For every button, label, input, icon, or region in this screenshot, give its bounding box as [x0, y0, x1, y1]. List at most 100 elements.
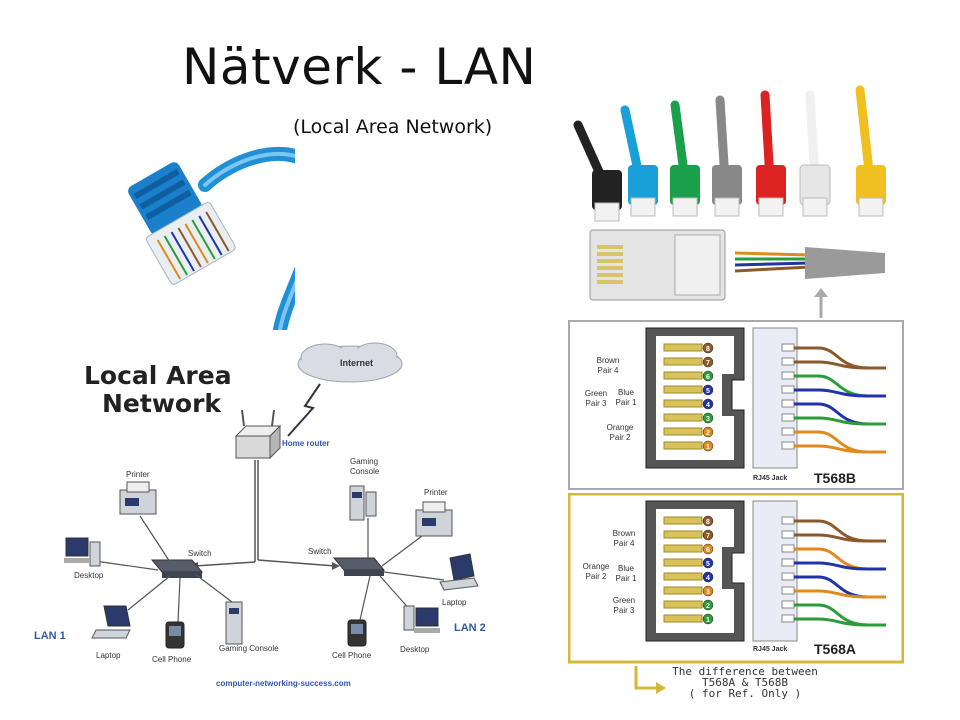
b-slot-6: [781, 371, 795, 380]
t568a-pair-d-line2: Pair 3: [614, 606, 635, 615]
lan-heading-line1: Local Area: [84, 361, 232, 390]
a-pin-5: [663, 558, 703, 567]
corner-arrow-icon: [634, 666, 666, 694]
lan2-cell-phone-label: Cell Phone: [332, 651, 372, 660]
lan2-laptop-icon: [439, 553, 479, 591]
b-pin-number-8: 8: [706, 346, 710, 353]
a-pin-3: [663, 586, 703, 595]
lan2-printer-label: Printer: [424, 488, 448, 497]
b-pin-7: [663, 357, 703, 366]
a-slot-4: [781, 572, 795, 581]
a-pin-dot-5: [702, 557, 714, 569]
b-pin-6: [663, 371, 703, 380]
b-pin-dot-1: [702, 440, 714, 452]
a-pin-1: [663, 614, 703, 623]
a-slot-7: [781, 530, 795, 539]
lan2-desktop-label: Desktop: [400, 645, 430, 654]
note-line1: The difference between: [672, 665, 818, 678]
t568a-pair-c-line2: Pair 1: [616, 574, 637, 583]
b-pin-dot-7: [702, 356, 714, 368]
a-pin-dot-8: [702, 515, 714, 527]
t568a-jack-label: RJ45 Jack: [753, 646, 787, 653]
lan1-switch-label: Switch: [188, 549, 212, 558]
lan1-desktop-icon: [64, 537, 101, 567]
t568b-pair-d-line2: Pair 2: [610, 433, 631, 442]
b-pin-dot-4: [702, 398, 714, 410]
a-pin-dot-3: [702, 585, 714, 597]
lan2-cell-phone-icon: [347, 619, 367, 647]
t568b-pair-b-line1: Blue: [618, 388, 635, 397]
t568b-pair-c-line2: Pair 3: [586, 399, 607, 408]
b-wire-3: [794, 416, 886, 426]
a-pin-4: [663, 572, 703, 581]
slide-title: Nätverk - LAN: [182, 38, 537, 96]
b-slot-4: [781, 399, 795, 408]
b-slot-1: [781, 441, 795, 450]
a-pin-dot-6: [702, 543, 714, 555]
lan2-switch-icon: [332, 557, 386, 576]
b-pin-dot-3: [702, 412, 714, 424]
b-slot-7: [781, 357, 795, 366]
t568a-pair-c-line1: Blue: [618, 564, 635, 573]
lan2-label: LAN 2: [454, 622, 486, 634]
a-pin-number-2: 2: [706, 603, 710, 610]
lan2-gaming-console-label-1: Gaming: [350, 457, 378, 466]
colored-patch-cables-picture: [573, 85, 886, 222]
b-pin-dot-6: [702, 370, 714, 382]
b-wire-5: [794, 388, 886, 398]
lan1-gaming-console-icon: [225, 601, 243, 645]
lan2-printer-icon: [415, 501, 453, 537]
a-pin-number-3: 3: [706, 589, 710, 596]
t568b-pair-d-line1: Orange: [607, 423, 634, 432]
a-wire-5: [794, 561, 886, 571]
t568b-standard-label: T568B: [814, 470, 856, 486]
t568b-pair-a-line1: Brown: [597, 356, 620, 365]
lan2-switch-label: Switch: [308, 547, 332, 556]
lan-heading-line2: Network: [102, 389, 222, 418]
b-pin-dot-2: [702, 426, 714, 438]
b-pin-3: [663, 413, 703, 422]
a-pin-number-1: 1: [706, 617, 710, 624]
a-wire-3: [794, 589, 886, 599]
a-pin-dot-4: [702, 571, 714, 583]
a-pin-number-5: 5: [706, 561, 710, 568]
t568a-pair-a-line1: Brown: [613, 529, 636, 538]
b-pin-dot-5: [702, 384, 714, 396]
b-wire-7: [794, 360, 886, 370]
a-slot-5: [781, 558, 795, 567]
b-slot-2: [781, 427, 795, 436]
t568b-jack-label: RJ45 Jack: [753, 475, 787, 482]
b-pin-number-6: 6: [706, 374, 710, 381]
t568a-pair-a-line2: Pair 4: [614, 539, 635, 548]
b-pin-number-5: 5: [706, 388, 710, 395]
credit-text: computer-networking-success.com: [216, 679, 351, 688]
slide-subtitle: (Local Area Network): [293, 116, 493, 138]
t568a-pair-b-line1: Orange: [583, 562, 610, 571]
t568a-wiring-panel: Brown Pair 4 Orange Pair 2 Blue Pair 1 G…: [568, 493, 904, 664]
internet-cloud-icon: [297, 342, 403, 383]
a-slot-6: [781, 544, 795, 553]
lightning-icon: [287, 383, 321, 437]
b-pin-5: [663, 385, 703, 394]
t568b-pair-a-line2: Pair 4: [598, 366, 619, 375]
b-pin-number-3: 3: [706, 416, 710, 423]
a-pin-7: [663, 530, 703, 539]
b-pin-dot-8: [702, 342, 714, 354]
b-wire-1: [794, 444, 886, 454]
lan1-label: LAN 1: [34, 630, 66, 642]
a-pin-dot-1: [702, 613, 714, 625]
lan2-gaming-console-label-2: Console: [350, 467, 380, 476]
a-pin-number-8: 8: [706, 519, 710, 526]
home-router-label: Home router: [282, 439, 330, 448]
note-line3: ( for Ref. Only ): [688, 687, 802, 700]
b-pin-number-2: 2: [706, 430, 710, 437]
t568a-pair-b-line2: Pair 2: [586, 572, 607, 581]
lan1-switch-icon: [150, 559, 204, 578]
b-pin-2: [663, 427, 703, 436]
lan1-cell-phone-label: Cell Phone: [152, 655, 192, 664]
b-slot-5: [781, 385, 795, 394]
internet-label: Internet: [340, 358, 373, 368]
lan1-laptop-icon: [91, 605, 131, 639]
lan1-cell-phone-icon: [165, 621, 185, 649]
rj45-plug-and-cable-picture: [589, 229, 885, 301]
